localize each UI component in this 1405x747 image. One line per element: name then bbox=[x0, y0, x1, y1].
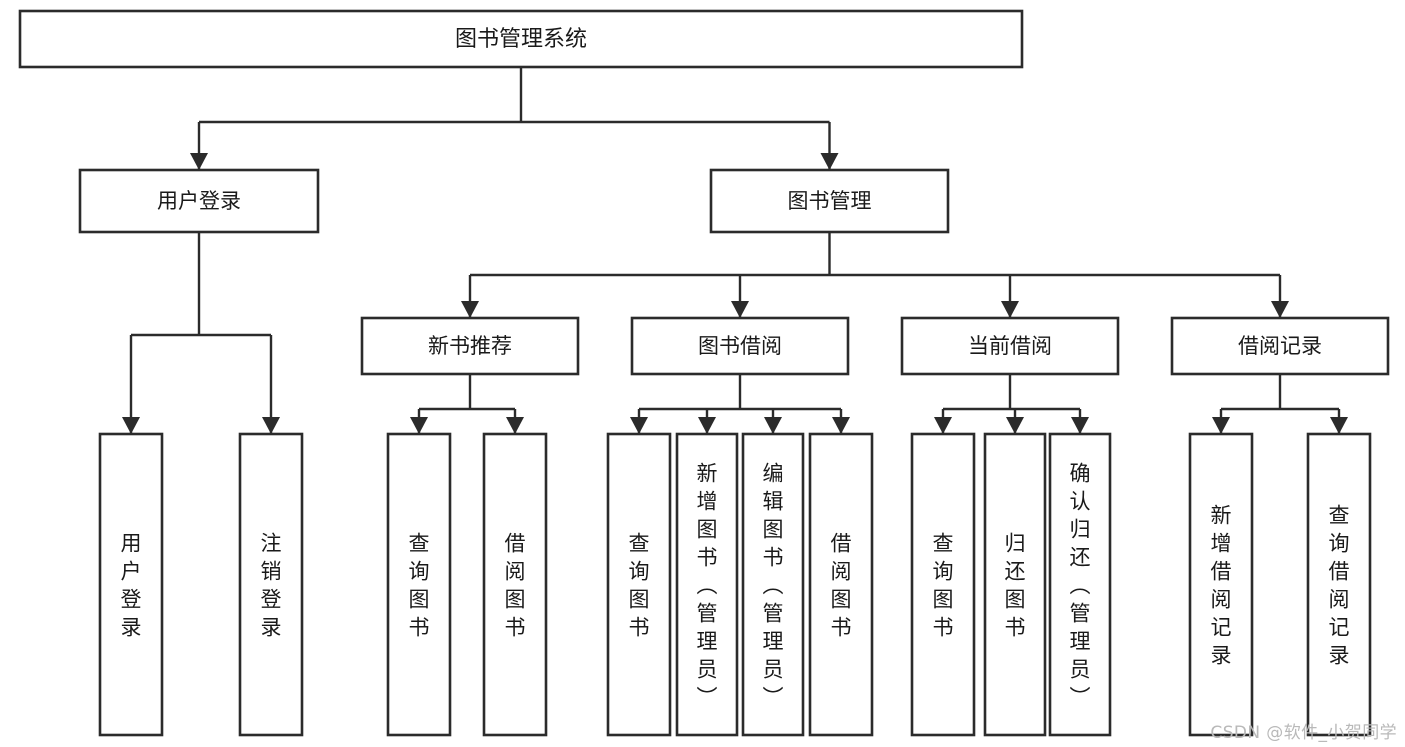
node-label-leaf-add-borrow-record: 新增借阅记录 bbox=[1211, 503, 1232, 667]
node-box-book-borrow bbox=[630, 316, 850, 376]
arrow-head-book-borrow-to-leaf-edit-book bbox=[764, 417, 782, 434]
arrow-head-current-borrow-to-leaf-return-book bbox=[1006, 417, 1024, 434]
node-box-leaf-borrow-book bbox=[808, 432, 874, 737]
node-box-leaf-query-borrow-record bbox=[1306, 432, 1372, 737]
node-leaf-query-book-current[interactable]: 查询图书 bbox=[910, 432, 976, 737]
arrow-head-book-borrow-to-leaf-borrow-book bbox=[832, 417, 850, 434]
node-box-current-borrow bbox=[900, 316, 1120, 376]
node-box-new-book-recommend bbox=[360, 316, 580, 376]
node-leaf-borrow-book-recommend[interactable]: 借阅图书 bbox=[482, 432, 548, 737]
node-leaf-edit-book[interactable]: 编辑图书︵管理员︶ bbox=[741, 432, 805, 737]
node-label-leaf-query-borrow-record: 查询借阅记录 bbox=[1329, 503, 1350, 667]
node-label-book-management: 图书管理 bbox=[788, 189, 872, 213]
node-label-leaf-logout: 注销登录 bbox=[261, 531, 282, 639]
node-box-leaf-confirm-return bbox=[1048, 432, 1112, 737]
csdn-watermark: CSDN @软件_小贺同学 bbox=[1210, 723, 1397, 743]
arrow-head-book-management-to-new-book-recommend bbox=[461, 301, 479, 318]
arrow-head-book-management-to-current-borrow bbox=[1001, 301, 1019, 318]
node-leaf-return-book[interactable]: 归还图书 bbox=[983, 432, 1047, 737]
node-leaf-user-login[interactable]: 用户登录 bbox=[98, 432, 164, 737]
node-box-borrow-records bbox=[1170, 316, 1390, 376]
arrow-head-book-management-to-borrow-records bbox=[1271, 301, 1289, 318]
node-label-leaf-return-book: 归还图书 bbox=[1005, 531, 1026, 639]
node-user-login[interactable]: 用户登录 bbox=[78, 168, 320, 234]
node-label-leaf-edit-book: 编辑图书︵管理员︶ bbox=[763, 461, 784, 709]
node-label-leaf-query-book-current: 查询图书 bbox=[933, 531, 954, 639]
node-box-leaf-add-book bbox=[675, 432, 739, 737]
node-new-book-recommend[interactable]: 新书推荐 bbox=[360, 316, 580, 376]
node-label-leaf-add-book: 新增图书︵管理员︶ bbox=[697, 461, 718, 709]
arrow-head-new-book-recommend-to-leaf-query-book-recommend bbox=[410, 417, 428, 434]
node-leaf-add-book[interactable]: 新增图书︵管理员︶ bbox=[675, 432, 739, 737]
node-box-leaf-query-book-borrow bbox=[606, 432, 672, 737]
node-label-book-borrow: 图书借阅 bbox=[698, 334, 782, 358]
node-box-root bbox=[18, 9, 1024, 69]
arrow-head-new-book-recommend-to-leaf-borrow-book-recommend bbox=[506, 417, 524, 434]
node-box-leaf-edit-book bbox=[741, 432, 805, 737]
arrow-head-borrow-records-to-leaf-add-borrow-record bbox=[1212, 417, 1230, 434]
nodes-layer: 图书管理系统用户登录图书管理新书推荐图书借阅当前借阅借阅记录用户登录注销登录查询… bbox=[18, 9, 1390, 737]
node-label-user-login: 用户登录 bbox=[157, 189, 241, 213]
node-label-leaf-user-login: 用户登录 bbox=[121, 531, 142, 639]
arrow-head-user-login-to-leaf-user-login bbox=[122, 417, 140, 434]
node-box-leaf-user-login bbox=[98, 432, 164, 737]
node-borrow-records[interactable]: 借阅记录 bbox=[1170, 316, 1390, 376]
node-leaf-confirm-return[interactable]: 确认归还︵管理员︶ bbox=[1048, 432, 1112, 737]
node-box-leaf-query-book-current bbox=[910, 432, 976, 737]
arrow-head-root-to-book-management bbox=[820, 153, 839, 170]
node-label-new-book-recommend: 新书推荐 bbox=[428, 334, 512, 358]
node-label-leaf-query-book-recommend: 查询图书 bbox=[409, 531, 430, 639]
node-leaf-query-book-borrow[interactable]: 查询图书 bbox=[606, 432, 672, 737]
node-book-borrow[interactable]: 图书借阅 bbox=[630, 316, 850, 376]
node-box-user-login bbox=[78, 168, 320, 234]
node-current-borrow[interactable]: 当前借阅 bbox=[900, 316, 1120, 376]
arrow-head-book-borrow-to-leaf-add-book bbox=[698, 417, 716, 434]
node-label-leaf-query-book-borrow: 查询图书 bbox=[629, 531, 650, 639]
arrow-head-current-borrow-to-leaf-query-book-current bbox=[934, 417, 952, 434]
node-label-leaf-borrow-book-recommend: 借阅图书 bbox=[505, 531, 526, 639]
node-box-book-management bbox=[709, 168, 950, 234]
node-leaf-logout[interactable]: 注销登录 bbox=[238, 432, 304, 737]
arrow-head-book-borrow-to-leaf-query-book-borrow bbox=[630, 417, 648, 434]
node-label-leaf-confirm-return: 确认归还︵管理员︶ bbox=[1070, 461, 1091, 709]
node-label-leaf-borrow-book: 借阅图书 bbox=[831, 531, 852, 639]
arrow-head-borrow-records-to-leaf-query-borrow-record bbox=[1330, 417, 1348, 434]
node-label-borrow-records: 借阅记录 bbox=[1238, 334, 1322, 358]
node-box-leaf-return-book bbox=[983, 432, 1047, 737]
node-box-leaf-borrow-book-recommend bbox=[482, 432, 548, 737]
arrow-head-book-management-to-book-borrow bbox=[731, 301, 749, 318]
node-label-current-borrow: 当前借阅 bbox=[968, 334, 1052, 358]
node-leaf-query-book-recommend[interactable]: 查询图书 bbox=[386, 432, 452, 737]
node-label-root: 图书管理系统 bbox=[455, 27, 587, 52]
node-leaf-borrow-book[interactable]: 借阅图书 bbox=[808, 432, 874, 737]
node-book-management[interactable]: 图书管理 bbox=[709, 168, 950, 234]
node-leaf-query-borrow-record[interactable]: 查询借阅记录 bbox=[1306, 432, 1372, 737]
arrow-head-current-borrow-to-leaf-confirm-return bbox=[1071, 417, 1089, 434]
node-box-leaf-logout bbox=[238, 432, 304, 737]
node-root[interactable]: 图书管理系统 bbox=[18, 9, 1024, 69]
connectors-layer bbox=[122, 67, 1348, 434]
node-box-leaf-query-book-recommend bbox=[386, 432, 452, 737]
node-box-leaf-add-borrow-record bbox=[1188, 432, 1254, 737]
arrow-head-root-to-user-login bbox=[190, 153, 208, 170]
arrow-head-user-login-to-leaf-logout bbox=[262, 417, 280, 434]
node-leaf-add-borrow-record[interactable]: 新增借阅记录 bbox=[1188, 432, 1254, 737]
